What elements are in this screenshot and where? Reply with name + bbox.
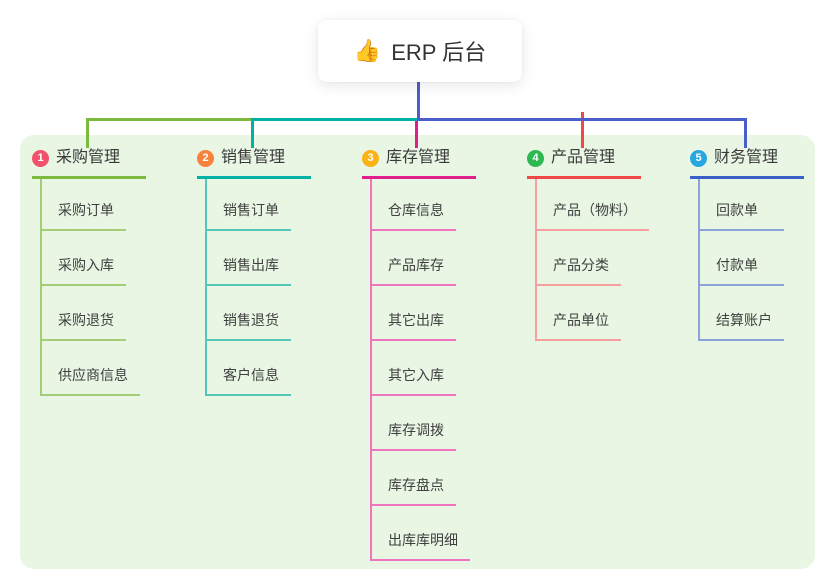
child-node-销售订单[interactable]: 销售订单 <box>205 200 291 231</box>
child-node-采购订单[interactable]: 采购订单 <box>40 200 126 231</box>
child-node-库存盘点[interactable]: 库存盘点 <box>370 475 456 506</box>
child-node-产品库存[interactable]: 产品库存 <box>370 255 456 286</box>
branch-badge: 4 <box>527 149 544 167</box>
branch-badge: 3 <box>362 149 379 167</box>
branch-node-销售管理[interactable]: 2 销售管理 <box>197 146 311 179</box>
child-node-产品（物料）[interactable]: 产品（物料） <box>535 200 649 231</box>
child-node-回款单[interactable]: 回款单 <box>698 200 784 231</box>
root-node[interactable]: 👍 ERP 后台 <box>318 20 522 82</box>
child-node-出库库明细[interactable]: 出库库明细 <box>370 530 470 561</box>
child-node-销售出库[interactable]: 销售出库 <box>205 255 291 286</box>
child-node-其它入库[interactable]: 其它入库 <box>370 365 456 396</box>
root-label: ERP 后台 <box>391 40 487 65</box>
branch-badge: 1 <box>32 149 49 167</box>
child-node-结算账户[interactable]: 结算账户 <box>698 310 784 341</box>
branch-node-产品管理[interactable]: 4 产品管理 <box>527 146 641 179</box>
branch-label: 财务管理 <box>714 149 779 166</box>
connector-horizontal-left-green <box>86 118 254 121</box>
branch-badge: 2 <box>197 149 214 167</box>
connector-horizontal-left-teal <box>251 118 420 121</box>
connector-drop-branch-1 <box>86 118 89 148</box>
branch-children-connector <box>40 179 42 396</box>
connector-drop-branch-5 <box>744 118 747 148</box>
child-node-产品单位[interactable]: 产品单位 <box>535 310 621 341</box>
connector-root-stem <box>417 82 420 121</box>
child-node-供应商信息[interactable]: 供应商信息 <box>40 365 140 396</box>
branches-panel <box>20 135 815 569</box>
child-node-采购退货[interactable]: 采购退货 <box>40 310 126 341</box>
branch-label: 销售管理 <box>221 149 286 166</box>
child-node-产品分类[interactable]: 产品分类 <box>535 255 621 286</box>
branch-node-采购管理[interactable]: 1 采购管理 <box>32 146 146 179</box>
branch-children-connector <box>370 179 372 561</box>
branch-children-connector <box>698 179 700 341</box>
connector-drop-branch-3 <box>415 121 418 148</box>
child-node-其它出库[interactable]: 其它出库 <box>370 310 456 341</box>
child-node-销售退货[interactable]: 销售退货 <box>205 310 291 341</box>
child-node-付款单[interactable]: 付款单 <box>698 255 784 286</box>
connector-horizontal-right-blue <box>417 118 747 121</box>
branch-label: 库存管理 <box>386 149 451 166</box>
branch-children-connector <box>205 179 207 396</box>
thumbs-up-icon: 👍 <box>353 38 382 63</box>
branch-node-财务管理[interactable]: 5 财务管理 <box>690 146 804 179</box>
connector-drop-branch-2 <box>251 118 254 148</box>
branch-badge: 5 <box>690 149 707 167</box>
child-node-采购入库[interactable]: 采购入库 <box>40 255 126 286</box>
child-node-仓库信息[interactable]: 仓库信息 <box>370 200 456 231</box>
branch-label: 产品管理 <box>551 149 616 166</box>
branch-label: 采购管理 <box>56 149 121 166</box>
branch-children-connector <box>535 179 537 341</box>
child-node-库存调拨[interactable]: 库存调拨 <box>370 420 456 451</box>
connector-drop-branch-4 <box>581 112 584 148</box>
child-node-客户信息[interactable]: 客户信息 <box>205 365 291 396</box>
branch-node-库存管理[interactable]: 3 库存管理 <box>362 146 476 179</box>
